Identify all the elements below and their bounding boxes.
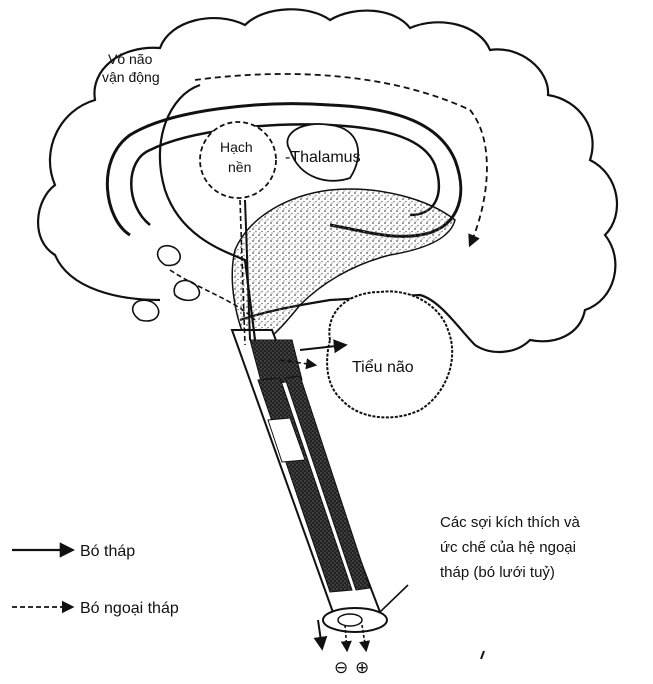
- fibers-label-line1: Các sợi kích thích và: [440, 514, 581, 531]
- plus-sign: ⊕: [355, 658, 369, 677]
- thalamus-label: -Thalamus: [285, 149, 361, 166]
- legend-pyramidal-label: Bó tháp: [80, 543, 135, 560]
- legend: Bó tháp Bó ngoại tháp: [12, 543, 179, 617]
- pituitary-structures: [133, 246, 200, 321]
- stray-mark: [481, 651, 484, 659]
- cord-cross-section: [323, 608, 387, 632]
- fibers-label-line2: ức chế của hệ ngoại: [440, 539, 576, 556]
- motor-cortex-label-line2: vận động: [102, 69, 160, 85]
- legend-extrapyramidal-label: Bó ngoại tháp: [80, 600, 179, 617]
- basal-ganglia-label-line1: Hạch: [220, 139, 253, 155]
- fibers-label-line3: tháp (bó lưới tuỷ): [440, 564, 555, 581]
- minus-sign: ⊖: [334, 658, 348, 677]
- basal-ganglia-label-line2: nền: [228, 159, 251, 175]
- motor-cortex-label-line1: Vỏ não: [108, 51, 153, 67]
- cerebellum-shape: [327, 291, 452, 417]
- cerebellum-label: Tiểu não: [352, 358, 414, 376]
